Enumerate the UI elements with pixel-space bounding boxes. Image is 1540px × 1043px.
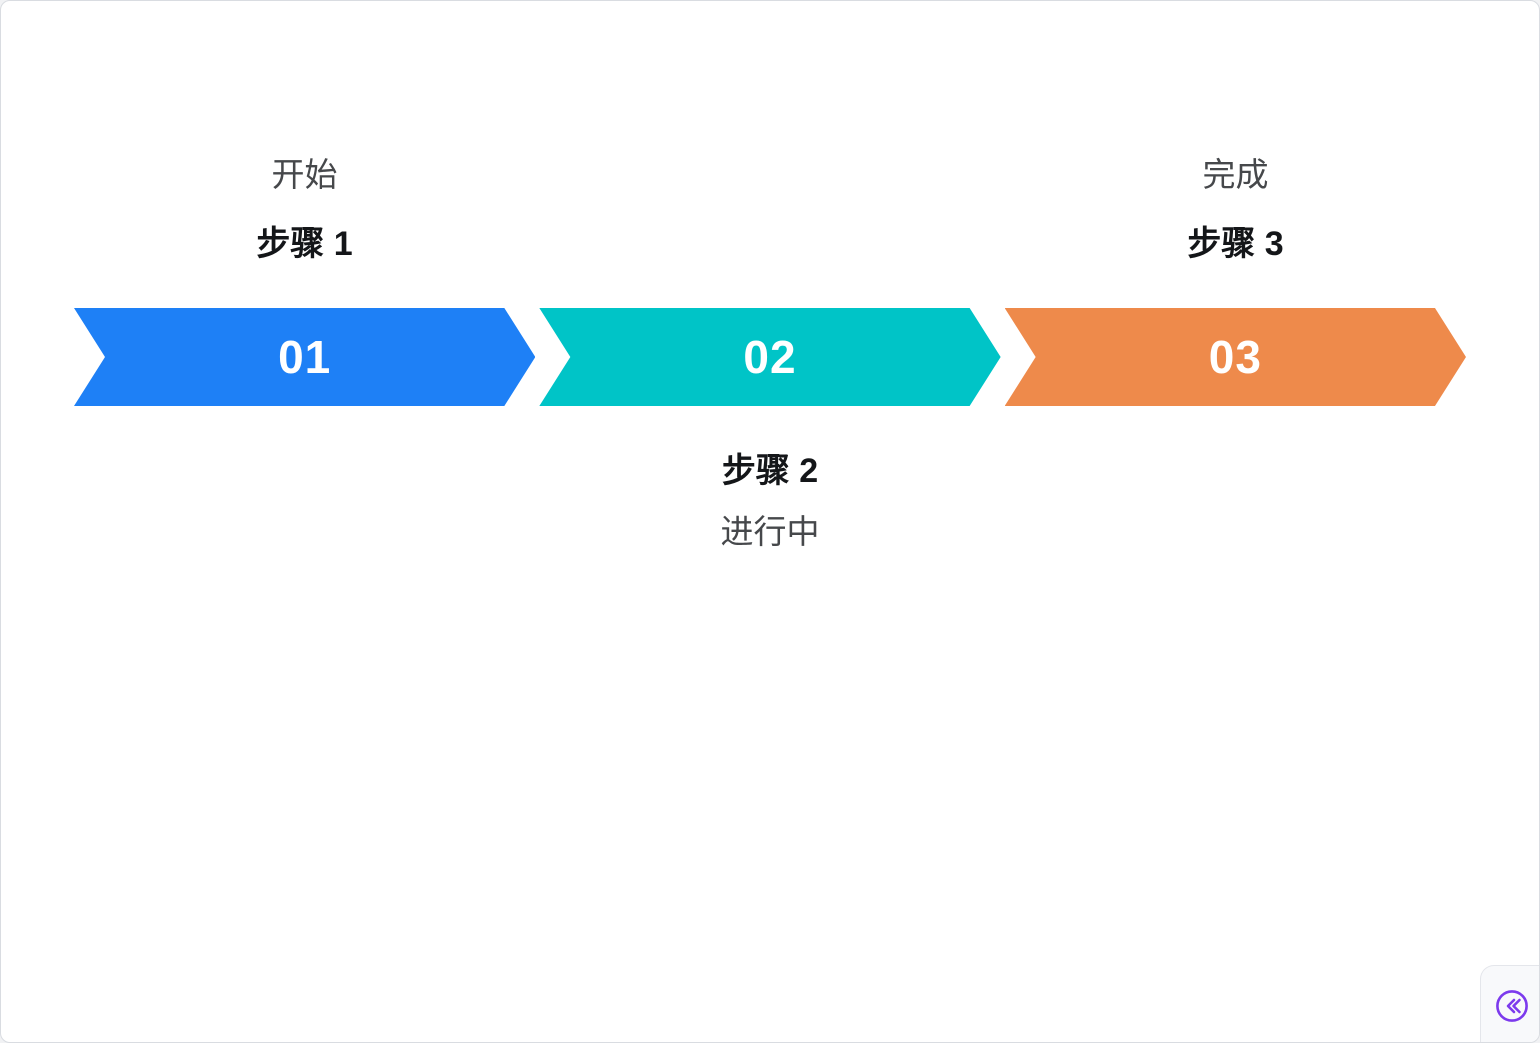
step-1-status: 开始 [271,156,338,193]
step-2-status: 进行中 [720,513,820,550]
corner-toolbar-panel [1480,965,1539,1042]
step-1-title: 步骤 1 [256,225,353,263]
step-2-arrow: 02 [539,308,1000,406]
process-flow: 01 02 03 [74,308,1466,406]
step-3-number: 03 [1208,331,1262,383]
step-2-number: 02 [743,331,797,383]
step-1-labels: 开始 步骤 1 [74,151,535,268]
double-chevron-left-icon [1496,990,1528,1022]
step-3-arrow: 03 [1005,308,1466,406]
step-1-arrow: 01 [74,308,535,406]
step-3-status: 完成 [1202,156,1269,193]
step-1-number: 01 [278,331,332,383]
collapse-button[interactable] [1494,988,1530,1024]
step-2-labels: 步骤 2 进行中 [539,447,1001,556]
step-3-title: 步骤 3 [1187,225,1284,263]
step-2-title: 步骤 2 [721,452,819,490]
step-3-labels: 完成 步骤 3 [1005,151,1466,268]
